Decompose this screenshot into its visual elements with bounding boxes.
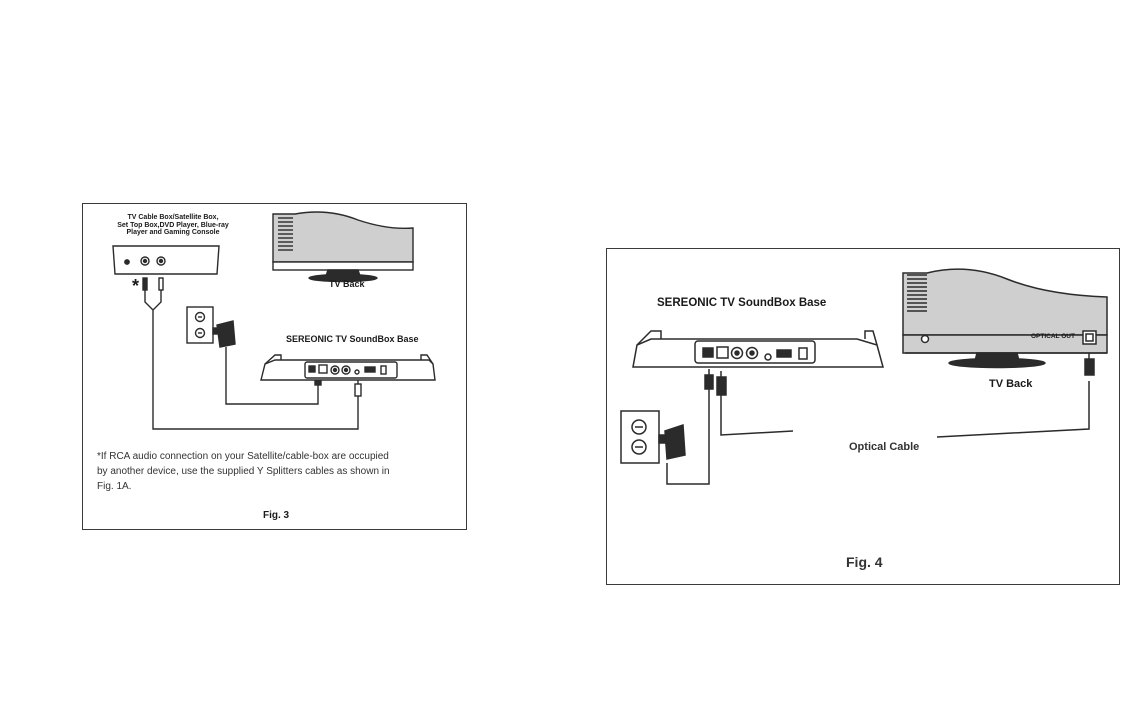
power-cable (666, 389, 710, 485)
fig4-diagram (620, 268, 1108, 485)
power-adapter (212, 320, 236, 348)
soundbox-brand: SEREONIC (286, 334, 334, 344)
optical-cable-right (936, 381, 1090, 438)
figure-caption: Fig. 4 (846, 554, 883, 570)
optical-cable-label: Optical Cable (849, 441, 920, 453)
splitter-note: *If RCA audio connection on your Satelli… (97, 449, 390, 494)
source-device-label-line: Set Top Box,DVD Player, Blue-ray (117, 221, 229, 229)
power-cable (225, 347, 319, 405)
source-device-label-line: Player and Gaming Console (126, 229, 220, 236)
tv-back (272, 211, 414, 283)
power-adapter (658, 423, 686, 460)
asterisk-marker: * (132, 276, 140, 296)
soundbox-label: SEREONIC TV SoundBox Base (657, 297, 827, 309)
source-device-label: TV Cable Box/Satellite Box, Set Top Box,… (98, 214, 248, 237)
soundbox-base (632, 330, 884, 368)
splitter-note-line: Fig. 1A. (97, 481, 132, 492)
figure-3-panel: TV Cable Box/Satellite Box, Set Top Box,… (82, 203, 467, 530)
tv-back-label: TV Back (329, 279, 365, 289)
soundbox-plugs (704, 369, 727, 396)
source-device-label-line: TV Cable Box/Satellite Box, (127, 214, 219, 221)
wall-outlet (186, 306, 214, 344)
optical-cable-left (720, 395, 794, 436)
tv-back (902, 268, 1108, 376)
optical-out-label: OPTICAL OUT (1031, 333, 1075, 340)
rca-cable (152, 320, 359, 430)
soundbox-label: SEREONIC TV SoundBox Base (286, 334, 419, 344)
wall-outlet (620, 410, 660, 464)
soundbox-label-rest: TV SoundBox Base (333, 334, 419, 344)
tv-back-label: TV Back (989, 378, 1033, 390)
splitter-note-line: *If RCA audio connection on your Satelli… (97, 451, 389, 462)
figure-caption: Fig. 3 (263, 510, 290, 521)
figure-4-panel: SEREONIC TV SoundBox Base OPTICAL OUT TV… (606, 248, 1120, 585)
source-device-box (112, 245, 220, 275)
fig3-diagram (112, 211, 436, 430)
rca-plugs (142, 277, 164, 320)
soundbox-base (260, 354, 436, 381)
splitter-note-line: by another device, use the supplied Y Sp… (97, 466, 390, 477)
